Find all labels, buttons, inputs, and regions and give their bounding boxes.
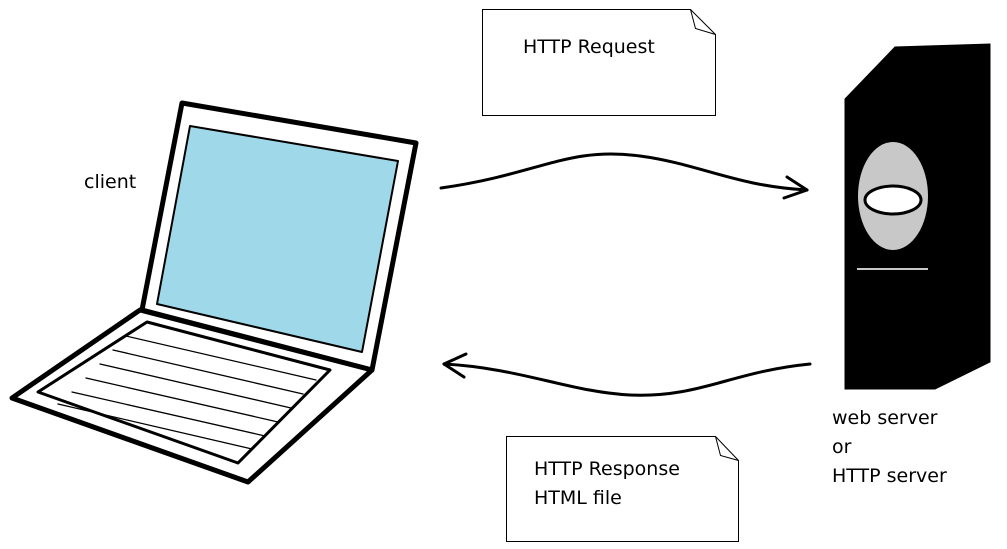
web-server-label: web server xyxy=(832,407,938,429)
http-request-label: HTTP Request xyxy=(523,36,655,58)
http-server-label: HTTP server xyxy=(832,465,947,487)
response-note-icon xyxy=(506,436,739,542)
server-tower-icon xyxy=(844,43,991,390)
laptop-keyboard xyxy=(36,320,332,465)
arrow-left-icon xyxy=(442,352,812,397)
laptop-screen xyxy=(156,125,399,353)
or-label: or xyxy=(832,436,852,458)
http-response-label: HTTP Response xyxy=(534,458,680,480)
laptop-icon xyxy=(9,100,419,485)
arrow-right-icon xyxy=(439,152,809,200)
html-file-label: HTML file xyxy=(534,487,622,509)
client-label: client xyxy=(84,171,137,193)
server-drive-slot xyxy=(863,184,923,216)
request-note-icon xyxy=(482,9,716,116)
